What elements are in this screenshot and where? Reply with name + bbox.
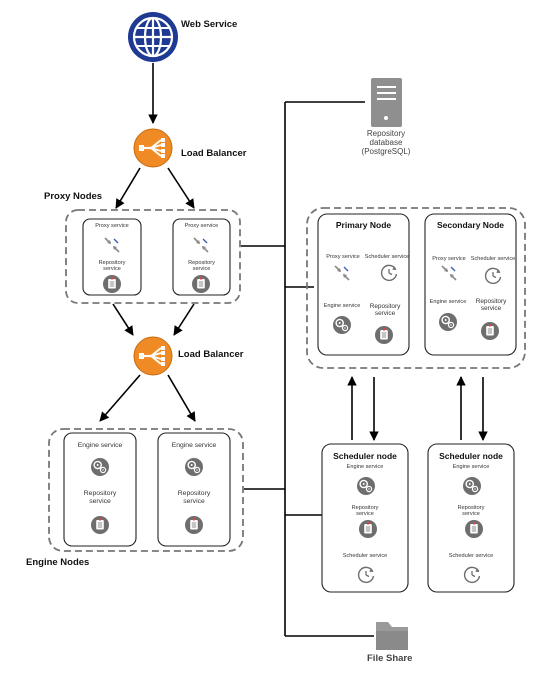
proxy-node-2 [172,218,231,296]
load-balancer-icon [132,335,174,377]
gears-icon [356,476,376,496]
secondary-node-label: Secondary Node [436,220,505,230]
load-balancer-label: Load Balancer [181,148,247,159]
secondary-node-box [424,213,517,356]
repository-icon [464,519,484,539]
ha-cluster-group [306,207,526,369]
engine-node-1 [63,432,137,547]
engine-nodes-label: Engine Nodes [26,557,90,568]
proxy-service-label: Proxy service [184,223,219,229]
engine-nodes-group [48,428,244,552]
proxy-nodes-label: Proxy Nodes [44,191,103,202]
primary-node-box [317,213,410,356]
repository-icon [102,274,122,294]
engine-service-label: Engine service [429,299,467,305]
server-icon [371,78,402,127]
gears-icon [184,457,204,477]
folder-icon [376,622,408,650]
repository-icon [184,515,204,535]
globe-icon [128,12,178,62]
proxy-node-1 [82,218,142,296]
repository-icon [191,274,211,294]
engine-service-label: Engine service [346,464,384,470]
proxy-service-label: Proxy service [326,254,360,260]
engine-service-label: Engine service [452,464,490,470]
engine-service-label: Engine service [171,442,217,449]
repository-icon [374,325,394,345]
scheduler-service-label: Scheduler service [342,553,388,559]
web-service-label: Web Service [181,19,238,30]
file-share-label: File Share [367,653,413,664]
engine-service-label: Engine service [77,442,123,449]
scheduler-node-1-box [321,443,409,593]
engine-service-label: Engine service [323,303,361,309]
gears-icon [438,312,458,332]
scheduler-node-label: Scheduler node [333,451,397,461]
repository-icon [358,519,378,539]
repository-icon [90,515,110,535]
load-balancer-label: Load Balancer [178,349,244,360]
scheduler-node-label: Scheduler node [439,451,503,461]
gears-icon [462,476,482,496]
connectors [99,63,488,637]
engine-node-2 [157,432,231,547]
gears-icon [332,315,352,335]
proxy-service-label: Proxy service [95,223,129,229]
gears-icon [90,457,110,477]
scheduler-node-2-box [427,443,515,593]
proxy-service-label: Proxy service [432,256,466,262]
proxy-nodes-group [65,209,241,304]
primary-node-label: Primary Node [335,220,392,230]
repository-icon [480,321,500,341]
repository-database-label: Repository database (PostgreSQL) [361,129,411,156]
scheduler-service-label: Scheduler service [470,256,516,262]
scheduler-service-label: Scheduler service [448,553,494,559]
scheduler-service-label: Scheduler service [364,254,410,260]
load-balancer-icon [132,127,174,169]
